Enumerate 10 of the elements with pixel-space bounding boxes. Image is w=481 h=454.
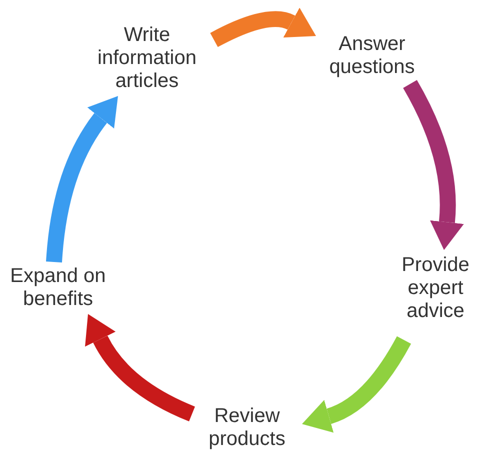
curved-arrow bbox=[403, 80, 464, 250]
step-label: Write information articles bbox=[96, 24, 198, 92]
step-label: Expand on benefits bbox=[9, 265, 107, 311]
curved-arrow bbox=[210, 7, 318, 48]
curved-arrow bbox=[46, 95, 118, 263]
step-label: Answer questions bbox=[328, 33, 416, 79]
step-label: Provide expert advice bbox=[400, 254, 470, 322]
step-label: Review products bbox=[208, 405, 286, 451]
curved-arrow bbox=[85, 314, 196, 422]
curved-arrow bbox=[302, 336, 411, 432]
